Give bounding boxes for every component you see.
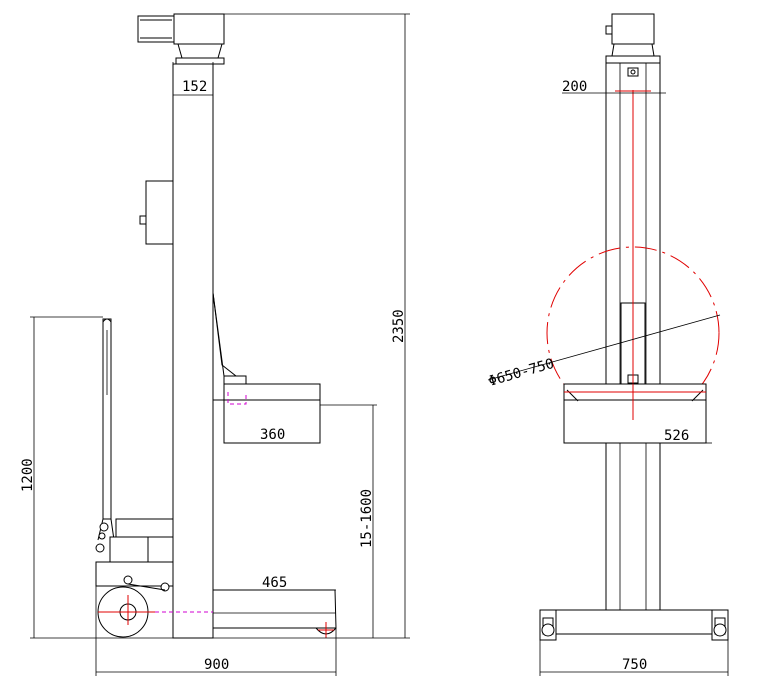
side-total-height-label: 2350 [391,309,407,343]
front-column-width-label: 200 [562,79,587,95]
front-view: 200 Φ650-750 526 750 [487,13,729,676]
side-view: 152 2350 1200 360 15-1600 465 900 [20,13,410,676]
side-pump [95,518,174,592]
side-base-length-label: 900 [204,657,229,673]
side-motor [137,13,225,65]
side-dimensions [30,13,410,676]
side-lift-range-label: 15-1600 [359,489,375,548]
front-base-width-label: 750 [622,657,647,673]
front-dimensions [487,92,729,676]
side-fork-length-label: 360 [260,427,285,443]
front-fork [563,383,707,444]
front-base [539,609,729,641]
side-fork [212,292,321,444]
side-gearbox [139,180,174,245]
front-wheel-envelope [546,246,720,420]
front-column [605,62,661,635]
side-handle [95,318,115,553]
side-base-leg-label: 465 [262,575,287,591]
side-column-width-label: 152 [182,79,207,95]
front-fork-width-label: 526 [664,428,689,444]
side-rear-wheel [97,586,155,638]
front-motor [605,13,661,64]
side-handle-height-label: 1200 [20,458,36,492]
side-column [172,62,214,639]
front-wheel-diameter-label: Φ650-750 [487,356,556,390]
